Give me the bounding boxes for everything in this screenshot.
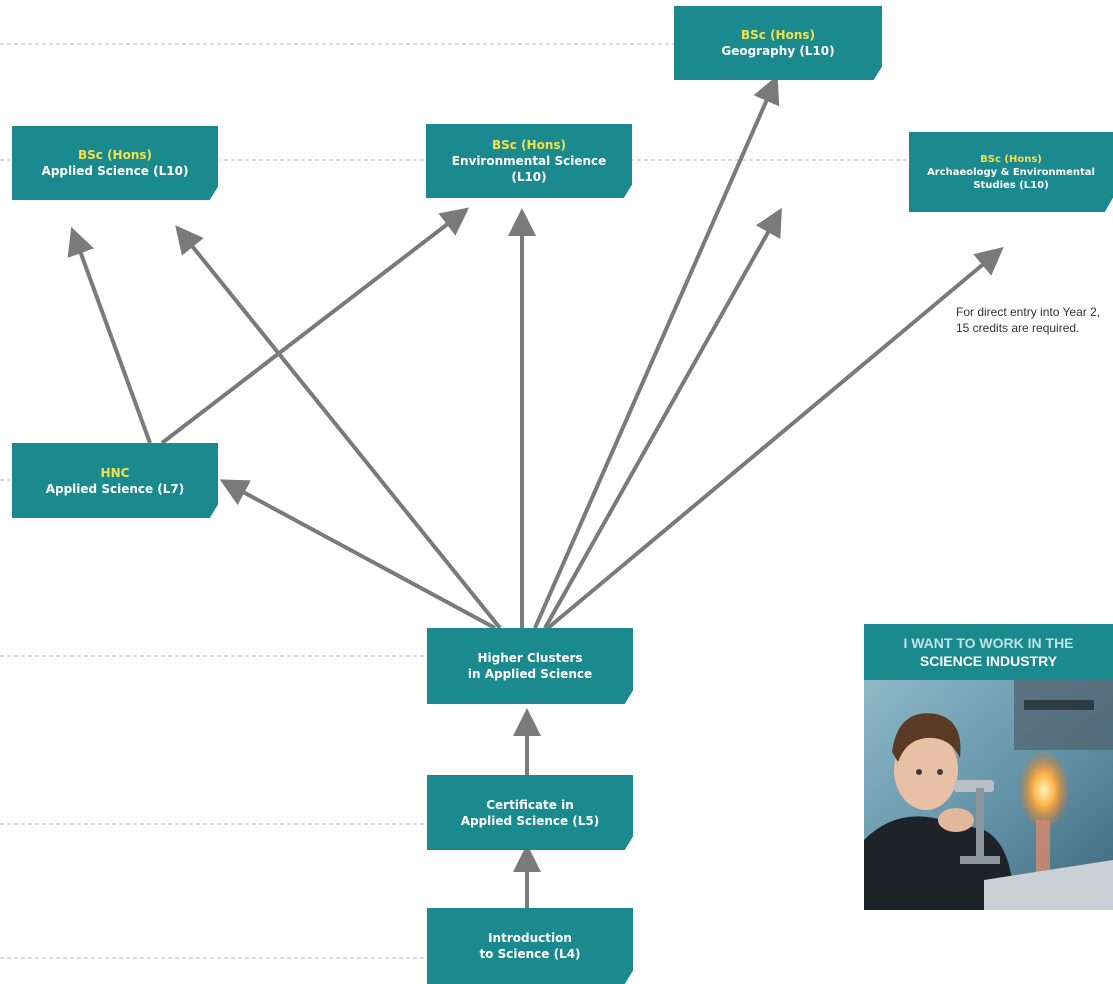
- box-environmental-qualification: BSc (Hons): [491, 138, 567, 152]
- box-certificate-line2: Applied Science (L5): [460, 813, 600, 828]
- box-environmental-science: BSc (Hons) Environmental Science (L10): [426, 124, 632, 198]
- box-applied-science-title: Applied Science (L10): [41, 164, 189, 178]
- arrow-hnc-to-environmental: [160, 207, 470, 445]
- box-hnc: HNC Applied Science (L7): [12, 443, 218, 518]
- box-applied-science-bsc: BSc (Hons) Applied Science (L10): [12, 126, 218, 200]
- scientist-photo: [864, 680, 1113, 910]
- box-introduction-line2: to Science (L4): [479, 947, 581, 961]
- box-higher-clusters: Higher Clusters in Applied Science: [427, 628, 633, 704]
- box-introduction: Introduction to Science (L4): [427, 908, 633, 984]
- box-geography-title: Geography (L10): [721, 44, 835, 58]
- arrow-higher-to-archaeology: [546, 247, 1004, 630]
- promo-title: I WANT TO WORK IN THE SCIENCE INDUSTRY: [864, 634, 1113, 670]
- arrow-hnc-to-applied-science: [67, 226, 152, 444]
- box-certificate: Certificate in Applied Science (L5): [427, 775, 633, 850]
- box-archaeology-title-line2: Studies (L10): [973, 179, 1049, 191]
- box-applied-science-qualification: BSc (Hons): [77, 148, 153, 162]
- box-certificate-line1: Certificate in: [486, 797, 574, 812]
- box-introduction-line1: Introduction: [488, 931, 572, 945]
- box-archaeology-title-line1: Archaeology & Environmental: [927, 166, 1095, 178]
- box-hnc-qualification: HNC: [100, 465, 130, 480]
- box-hnc-title: Applied Science (L7): [45, 481, 185, 496]
- box-environmental-title-line1: Environmental Science: [451, 154, 607, 168]
- promo-panel: I WANT TO WORK IN THE SCIENCE INDUSTRY: [864, 624, 1113, 910]
- arrow-higher-to-applied-science: [175, 225, 502, 630]
- box-geography-qualification: BSc (Hons): [740, 28, 816, 42]
- direct-entry-note: For direct entry into Year 2, 15 credits…: [956, 305, 1101, 335]
- promo-title-line1: I WANT TO WORK IN THE: [903, 635, 1074, 651]
- box-archaeology-qualification: BSc (Hons): [980, 153, 1042, 165]
- box-geography: BSc (Hons) Geography (L10): [674, 6, 882, 80]
- arrow-higher-to-geography-left: [533, 75, 780, 629]
- box-higher-clusters-line2: in Applied Science: [467, 667, 593, 681]
- box-archaeology: BSc (Hons) Archaeology & Environmental S…: [909, 132, 1113, 212]
- arrow-higher-to-hnc: [219, 479, 496, 630]
- box-environmental-title-line2: (L10): [511, 170, 547, 184]
- box-higher-clusters-line1: Higher Clusters: [477, 651, 583, 665]
- promo-title-line2: SCIENCE INDUSTRY: [919, 653, 1058, 669]
- arrow-higher-to-geography-right: [543, 207, 782, 629]
